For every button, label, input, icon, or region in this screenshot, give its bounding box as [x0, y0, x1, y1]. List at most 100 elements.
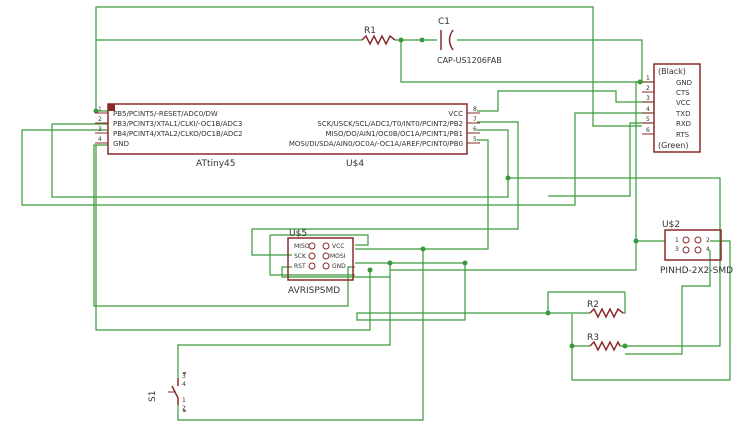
chip-pin-label: PB5/PCINT5/-RESET/ADC0/DW [113, 110, 218, 118]
ftdi-bottom-label: (Green) [658, 141, 688, 150]
ftdi-pin-number: 1 [646, 75, 650, 82]
chip-pin-number: 3 [98, 126, 102, 133]
isp-pin-label: GND [332, 263, 346, 270]
chip-pin-number: 2 [98, 116, 102, 123]
wire-miso-2 [51, 123, 509, 198]
wire-header-3 [625, 250, 711, 355]
chip-pin-label: PB3/PCINT3/XTAL1/CLKI/-OC1B/ADC3 [113, 120, 242, 128]
junction [505, 175, 511, 181]
isp-pad [322, 262, 330, 270]
header-pin-number: 2 [706, 237, 710, 244]
resistor-zigzag [589, 340, 621, 352]
header-ref: U$2 [662, 220, 680, 230]
ftdi-pin-number: 3 [646, 95, 650, 102]
wire-gnd-chip [93, 144, 355, 307]
resistor-r3[interactable]: R3 [587, 333, 621, 352]
header-name: PINHD-2X2-SMD [660, 266, 733, 276]
resistor-zigzag [589, 307, 624, 319]
ftdi-connector[interactable]: (Black) (Green) 1 2 3 4 5 6 GND CTS VCC … [642, 63, 701, 153]
ftdi-body [653, 63, 701, 153]
isp-pin-label: VCC [332, 243, 344, 250]
wire-isp-outer [269, 235, 355, 276]
chip-pin-number: 4 [98, 136, 102, 143]
header-pad [682, 236, 690, 244]
avrisp-connector[interactable]: U$5 AVRISPSMD MISO SCK RST VCC MOSI GND [287, 229, 354, 296]
junction [545, 310, 551, 316]
wire-switch-top [177, 263, 391, 378]
capacitor-c1[interactable]: C1 CAP-US1206FAB [437, 17, 502, 65]
isp-ref: U$5 [289, 229, 307, 239]
junction [419, 37, 425, 43]
junction [367, 267, 373, 273]
ftdi-pin-number: 5 [646, 116, 650, 123]
isp-pad [322, 252, 330, 260]
resistor-zigzag [361, 34, 396, 46]
wire-gnd-ftdi-2 [390, 241, 637, 271]
junction [462, 260, 468, 266]
ftdi-pin-label: GND [676, 79, 692, 87]
wire-reset-loop [95, 6, 642, 127]
wire-r2-right [623, 292, 626, 314]
c1-value: CAP-US1206FAB [437, 56, 502, 65]
ftdi-top-label: (Black) [658, 67, 686, 76]
pin1-marker [108, 104, 115, 111]
ftdi-pin-number: 2 [646, 85, 650, 92]
capacitor-curved-plate [448, 29, 454, 51]
junction [398, 37, 404, 43]
resistor-r1[interactable]: R1 [361, 26, 396, 46]
isp-pin-label: MISO [294, 243, 310, 250]
r1-label: R1 [364, 26, 376, 36]
wire-isp-rst [281, 266, 390, 278]
isp-pad [308, 242, 316, 250]
switch-s1[interactable]: S1 3 4 1 2 [148, 372, 186, 412]
header-pad [694, 236, 702, 244]
wire-mosi [355, 139, 489, 250]
junction [569, 343, 575, 349]
chip-pin-label: SCK/USCK/SCL/ADC1/T0/INT0/PCINT2/PB2 [317, 120, 463, 128]
chip-pin-number: 1 [98, 106, 102, 113]
switch-pin-number: 1 [182, 397, 186, 404]
ftdi-pin-label: RTS [676, 131, 690, 139]
ftdi-pin-label: CTS [676, 89, 690, 97]
wire-rxd [548, 122, 654, 197]
junction [637, 79, 643, 85]
header-pad [682, 246, 690, 254]
junction [622, 343, 628, 349]
chip-name: ATtiny45 [196, 159, 235, 169]
header-pad [694, 246, 702, 254]
isp-pad [308, 252, 316, 260]
switch-pin-number: 2 [182, 405, 186, 412]
junction [420, 246, 426, 252]
wire-r1-vcc-drop [400, 40, 640, 83]
wire-txd [21, 112, 654, 206]
switch-pin-number: 3 [182, 373, 186, 380]
isp-pad [308, 262, 316, 270]
ftdi-pin-number: 4 [646, 106, 650, 113]
isp-pin-label: SCK [294, 253, 307, 260]
wire-vcc [477, 90, 654, 112]
resistor-r2[interactable]: R2 [587, 300, 624, 319]
chip-pin-label: VCC [448, 110, 463, 118]
header-pin-number: 3 [675, 246, 679, 253]
junctions [93, 37, 643, 349]
switch-ref: S1 [148, 391, 158, 402]
wire-header-1 [571, 240, 731, 381]
isp-name: AVRISPSMD [288, 286, 340, 296]
header-pin-number: 1 [675, 237, 679, 244]
wire-switch-bottom [177, 249, 424, 421]
junction [93, 108, 99, 114]
ftdi-pin-label: VCC [676, 99, 691, 107]
chip-pin-number: 8 [473, 106, 477, 113]
header-body [664, 229, 722, 261]
junction [387, 260, 393, 266]
junction [633, 238, 639, 244]
isp-pin-label: MOSI [330, 253, 346, 260]
wire-miso [477, 129, 721, 347]
attiny45-chip[interactable]: 1 2 3 4 8 7 6 5 PB5/PCINT5/-RESET/ADC0/D… [95, 103, 480, 169]
wires [21, 6, 731, 421]
chip-pin-number: 5 [473, 136, 477, 143]
wire-gnd-ftdi [635, 81, 665, 242]
chip-pin-number: 6 [473, 126, 477, 133]
pin-header-2x2[interactable]: U$2 PINHD-2X2-SMD 1 2 3 4 [660, 220, 733, 276]
chip-ref: U$4 [346, 159, 364, 169]
